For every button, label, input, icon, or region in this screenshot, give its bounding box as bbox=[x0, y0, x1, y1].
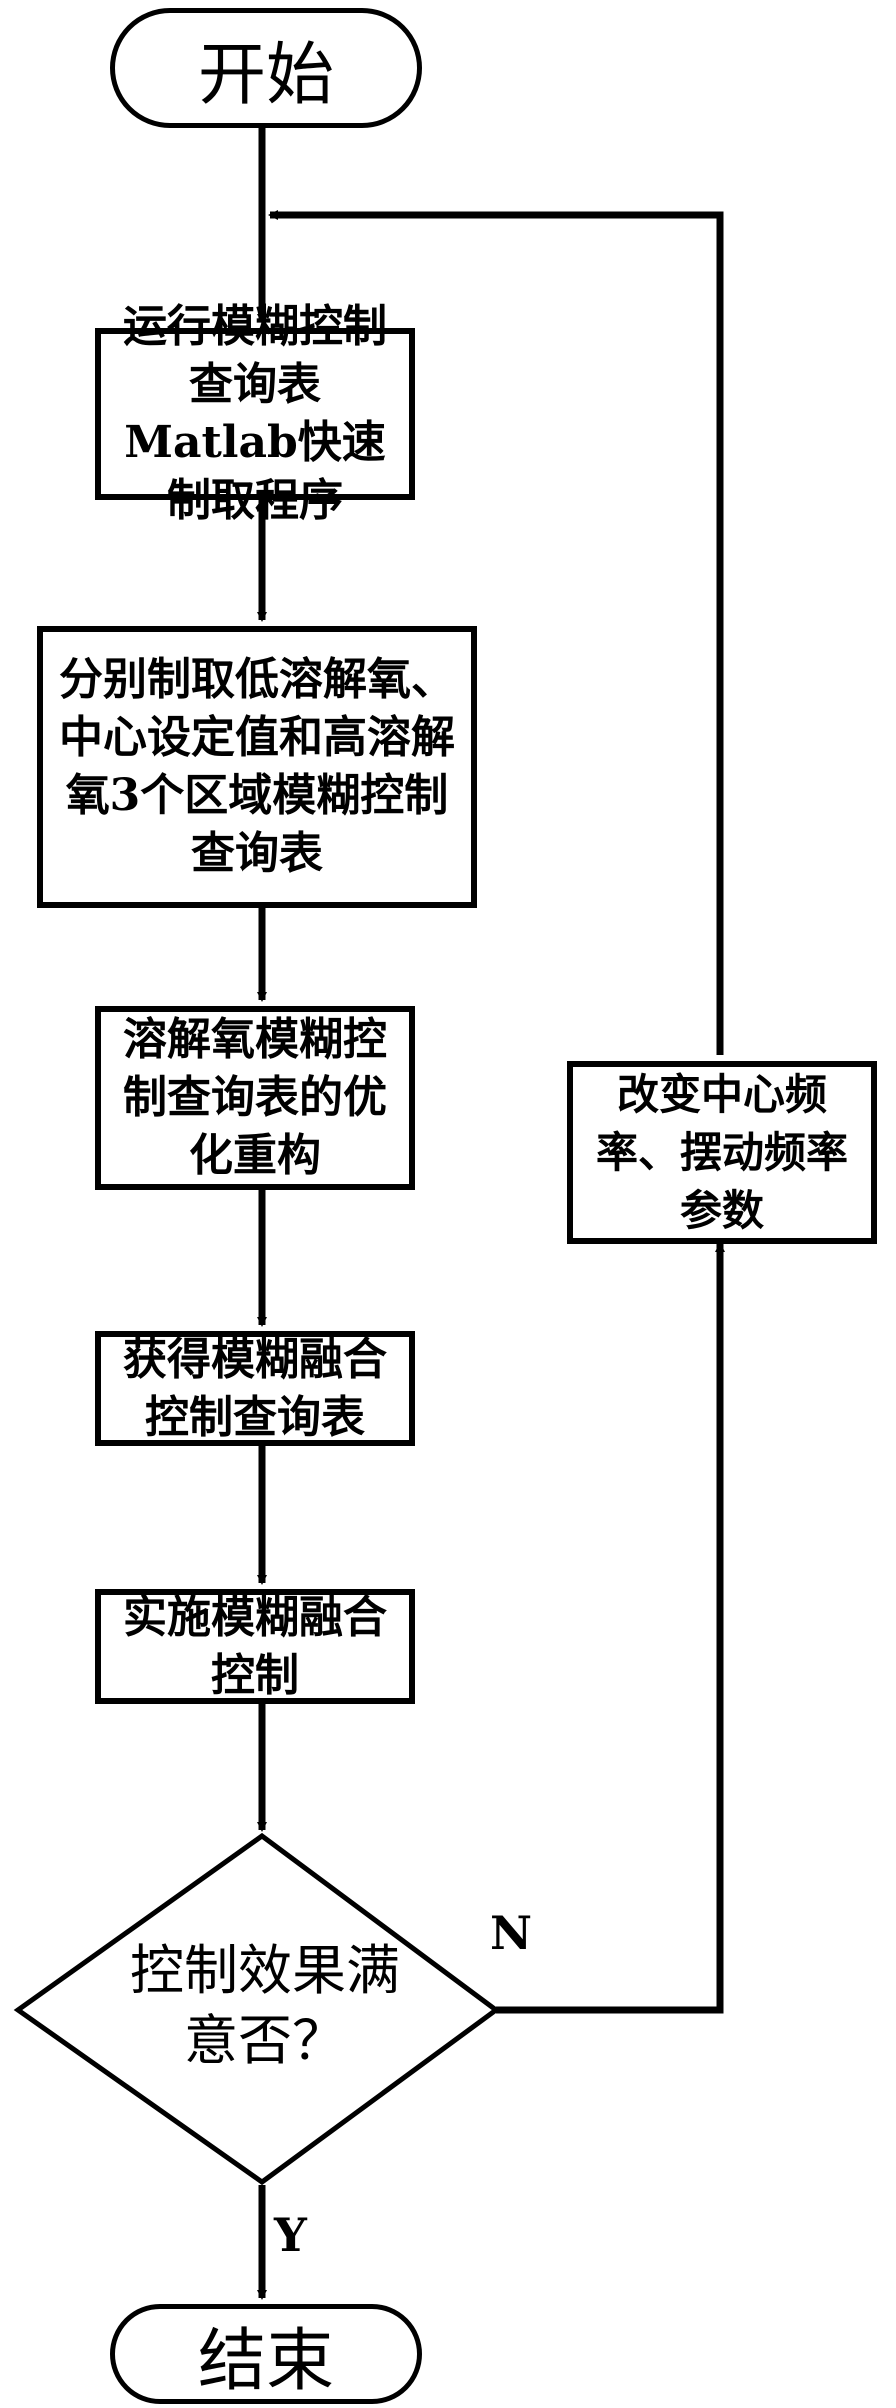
step-change-frequency: 改变中心频率、摆动频率参数 bbox=[567, 1061, 877, 1244]
step-apply-fusion-control: 实施模糊融合控制 bbox=[95, 1589, 415, 1704]
step-change-frequency-label: 改变中心频率、摆动频率参数 bbox=[595, 1069, 848, 1235]
step-get-fusion-table: 获得模糊融合控制查询表 bbox=[95, 1331, 415, 1446]
step-apply-fusion-control-label: 实施模糊融合控制 bbox=[123, 1591, 387, 1701]
arrow-feedback-loop bbox=[268, 210, 724, 1055]
step-run-matlab: 运行模糊控制查询表Matlab快速制取程序 bbox=[95, 301, 415, 526]
step-make-zone-tables: 分别制取低溶解氧、中心设定值和高溶解氧3个区域模糊控制查询表 bbox=[37, 626, 477, 908]
decision-label: 控制效果满意否？ bbox=[130, 1939, 400, 2072]
yes-label: Y bbox=[274, 2208, 307, 2262]
no-label: N bbox=[490, 1906, 533, 1960]
step-run-matlab-label: 运行模糊控制查询表Matlab快速制取程序 bbox=[123, 301, 387, 526]
decision-diamond bbox=[13, 1832, 501, 2186]
start-label: 开始 bbox=[197, 35, 334, 115]
step-get-fusion-table-label: 获得模糊融合控制查询表 bbox=[123, 1333, 387, 1443]
end-label: 结束 bbox=[197, 2321, 334, 2401]
arrow-no-branch bbox=[496, 1242, 725, 2014]
end-terminal: 结束 bbox=[110, 2304, 422, 2404]
step-optimize-table: 溶解氧模糊控制查询表的优化重构 bbox=[95, 1006, 415, 1190]
step-optimize-table-label: 溶解氧模糊控制查询表的优化重构 bbox=[123, 1014, 387, 1181]
start-terminal: 开始 bbox=[110, 8, 422, 128]
step-make-zone-tables-label: 分别制取低溶解氧、中心设定值和高溶解氧3个区域模糊控制查询表 bbox=[59, 654, 455, 879]
